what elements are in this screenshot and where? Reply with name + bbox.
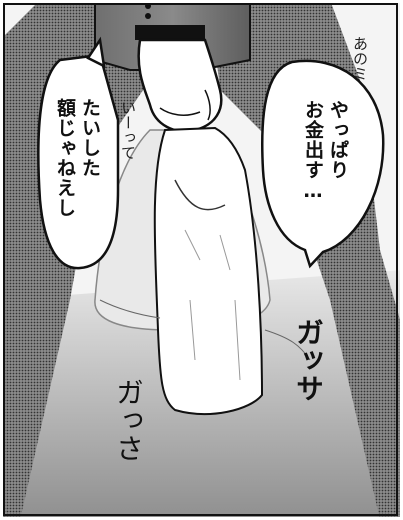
sfx-right: ガッサ	[292, 318, 325, 402]
speech-bubble-left	[37, 53, 120, 270]
handwritten-iitte: いーって	[119, 100, 137, 160]
speech-bubble-right	[260, 59, 385, 269]
bubble-right-line1: やっぱり	[327, 100, 349, 180]
wrist-band	[135, 25, 205, 40]
speech-bubble-right-text: やっぱり お金出す…	[300, 100, 350, 203]
bag-front	[153, 126, 264, 416]
handwritten-ano: あのミ	[351, 36, 369, 81]
speech-bubble-left-text: たいした 額じゃねえし	[52, 98, 102, 218]
bubble-left-line2: 額じゃねえし	[54, 98, 76, 218]
sfx-left: ガっさ	[112, 378, 145, 462]
bubble-right-line2: お金出す…	[302, 100, 324, 203]
bubble-left-line1: たいした	[79, 98, 101, 178]
